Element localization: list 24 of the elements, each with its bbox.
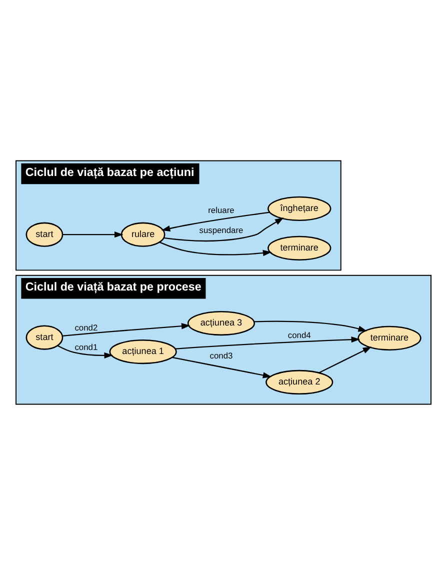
edge-label: cond3 [210, 350, 233, 361]
arrow [164, 218, 284, 242]
edge-label: cond4 [288, 330, 311, 340]
arrow [175, 336, 360, 350]
node-ellipse: acțiunea 1 [109, 339, 177, 364]
edge-label: cond1 [74, 342, 98, 352]
node-ellipse: rulare [120, 222, 166, 247]
node-ellipse: acțiunea 3 [187, 311, 256, 336]
edge-label: reluare [208, 204, 234, 215]
arrow [254, 320, 368, 332]
arrow [62, 232, 124, 238]
node-ellipse: acțiunea 2 [266, 370, 334, 395]
arrow [172, 356, 272, 378]
arrow [62, 323, 190, 336]
node-ellipse: înghețare [268, 196, 332, 221]
edge-label: cond2 [74, 322, 98, 333]
edge-label: suspendare [199, 224, 244, 235]
node-ellipse: start [26, 222, 64, 247]
arrow [159, 242, 272, 256]
arrow [318, 346, 372, 374]
node-ellipse: terminare [268, 236, 332, 260]
arrow [57, 345, 114, 359]
arrow [161, 212, 270, 232]
node-ellipse: start [26, 325, 64, 350]
